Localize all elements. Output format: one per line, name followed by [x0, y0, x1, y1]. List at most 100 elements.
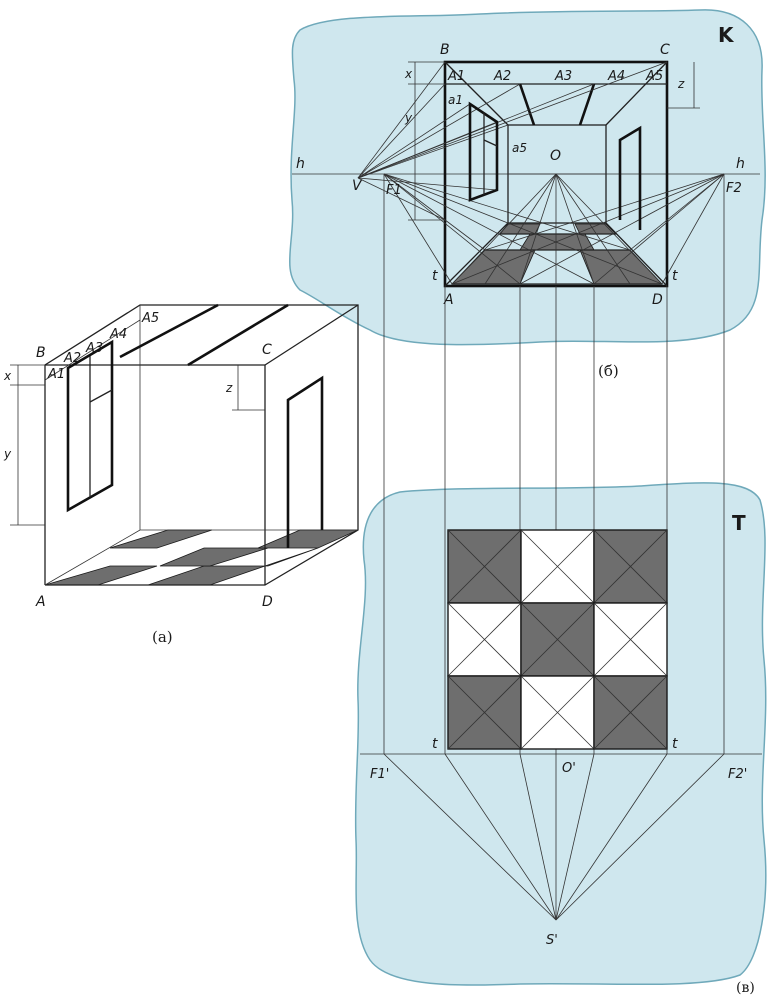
label-f2: F2	[726, 181, 742, 196]
caption-b: (б)	[598, 362, 619, 380]
label-x: x	[3, 369, 12, 383]
measuring-rays	[357, 61, 668, 221]
window	[468, 101, 499, 202]
room-edge	[444, 61, 509, 126]
panel-letter-k: K	[718, 23, 735, 47]
label-v: V	[352, 178, 363, 194]
diagonal-ray	[383, 173, 663, 285]
station-ray	[555, 753, 595, 921]
ceiling-beam	[119, 303, 219, 359]
label-t-right: t	[672, 268, 678, 284]
floor-tile	[147, 565, 266, 586]
label-a: A	[443, 292, 454, 308]
label-a5: A5	[141, 311, 159, 326]
label-o: O	[550, 148, 561, 164]
label-a1-small: a1	[448, 93, 463, 107]
station-ray	[555, 753, 668, 921]
label-c: C	[262, 342, 272, 358]
tile-diagonal	[447, 675, 522, 750]
tile-diagonal	[520, 529, 595, 604]
room-edge	[605, 222, 668, 287]
station-ray	[555, 753, 725, 921]
label-a4: A4	[109, 327, 127, 342]
label-y: y	[3, 447, 12, 461]
label-d: D	[652, 292, 663, 308]
tile-diagonal	[447, 602, 522, 677]
vanishing-ray	[555, 173, 595, 285]
tile-diagonal	[593, 602, 668, 677]
ceiling-beam	[578, 83, 596, 126]
measuring-ray	[357, 177, 446, 221]
measuring-ray	[357, 177, 498, 191]
label-h-left: h	[296, 156, 305, 172]
tile-diagonal	[593, 529, 668, 604]
measuring-ray	[357, 124, 509, 179]
diagonal-rays	[383, 173, 725, 285]
label-a3: A3	[85, 341, 103, 356]
figure-v: T t t F1' F2' O' S' (в)	[360, 511, 762, 996]
measuring-ray	[357, 61, 668, 179]
label-o-prime: O'	[562, 761, 576, 776]
tile-diagonal	[447, 529, 522, 604]
label-s-prime: S'	[546, 933, 558, 948]
diagonal-ray	[519, 173, 725, 285]
diagonal-ray	[383, 173, 453, 285]
station-ray	[444, 753, 557, 921]
label-z: z	[225, 381, 233, 395]
label-f1-prime: F1'	[370, 767, 389, 782]
figure-a: B A1 A2 A3 A4 A5 C A D x y z (a)	[3, 303, 359, 646]
vanishing-ray	[555, 173, 631, 285]
label-a2: A2	[493, 69, 511, 84]
station-ray	[519, 753, 557, 921]
window-transom	[89, 389, 113, 403]
label-b: B	[36, 345, 46, 361]
label-c: C	[660, 42, 670, 58]
station-ray	[383, 753, 557, 921]
window-transom	[483, 139, 498, 147]
door	[286, 375, 324, 548]
diagonal-ray	[383, 173, 595, 285]
ceiling-beam	[518, 83, 536, 126]
label-t-left: t	[432, 736, 438, 752]
diagonal-ray	[661, 173, 725, 285]
label-b: B	[440, 42, 450, 58]
label-f2-prime: F2'	[728, 767, 747, 782]
measuring-ray	[357, 83, 521, 179]
measuring-ray	[357, 103, 471, 179]
diagonal-ray	[484, 173, 725, 251]
label-a2: A2	[63, 351, 81, 366]
vanishing-rays	[451, 173, 663, 285]
vanishing-ray	[451, 173, 557, 285]
room-edge	[44, 529, 141, 586]
floor-tile	[109, 529, 213, 549]
caption-a: (a)	[152, 628, 173, 646]
label-f1: F1	[386, 183, 402, 198]
label-t-right: t	[672, 736, 678, 752]
measuring-ray	[357, 83, 446, 179]
figure-b: K B C A1 A2 A3 A4 A5 a1 a5 O V F1 F2 h h…	[292, 23, 760, 380]
label-a: A	[35, 594, 46, 610]
room-edge	[44, 319, 141, 381]
label-d: D	[262, 594, 273, 610]
vanishing-ray	[555, 173, 663, 285]
label-y: y	[404, 111, 413, 125]
label-a3: A3	[554, 69, 572, 84]
caption-v: (в)	[736, 980, 755, 996]
diagonal-ray	[383, 173, 486, 251]
sheet-k-background	[289, 9, 766, 346]
room-edge	[605, 61, 668, 126]
floor-tile	[159, 547, 269, 567]
floor-tile	[264, 547, 319, 567]
tile-diagonal	[520, 602, 595, 677]
diagonal-ray	[383, 173, 631, 251]
floor-tile	[519, 233, 595, 251]
label-a4: A4	[607, 69, 625, 84]
vanishing-ray	[519, 173, 557, 285]
measuring-ray	[357, 83, 595, 179]
ceiling-beam	[187, 303, 289, 367]
label-t-left: t	[432, 268, 438, 284]
window	[66, 339, 114, 513]
measuring-ray	[357, 61, 446, 179]
panel-letter-t: T	[732, 511, 746, 535]
